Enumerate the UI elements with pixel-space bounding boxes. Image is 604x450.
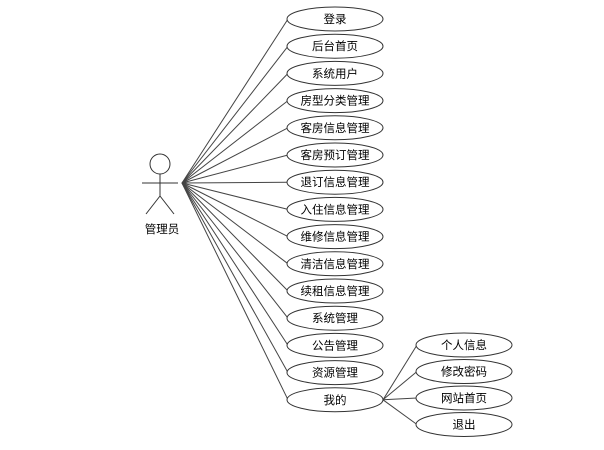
sub-use-case[interactable]: 修改密码 bbox=[415, 359, 513, 384]
association-line bbox=[181, 182, 289, 210]
sub-use-case-ellipse bbox=[415, 332, 513, 358]
association-line bbox=[181, 182, 289, 346]
use-case-ellipse bbox=[286, 33, 384, 59]
use-case-ellipse bbox=[286, 196, 384, 222]
association-line bbox=[181, 45, 289, 184]
use-case[interactable]: 续租信息管理 bbox=[286, 278, 384, 304]
use-case-label: 登录 bbox=[324, 12, 347, 26]
use-case-label: 维修信息管理 bbox=[301, 230, 370, 244]
use-case[interactable]: 系统管理 bbox=[286, 305, 384, 331]
use-case-ellipse bbox=[286, 6, 384, 32]
use-case[interactable]: 维修信息管理 bbox=[286, 224, 384, 250]
use-case[interactable]: 登录 bbox=[286, 6, 384, 32]
association-line bbox=[181, 73, 289, 184]
sub-use-case-label: 退出 bbox=[453, 418, 476, 432]
association-line bbox=[181, 181, 289, 184]
use-case-label: 客房预订管理 bbox=[301, 148, 370, 162]
use-case-label: 清洁信息管理 bbox=[301, 257, 370, 271]
actor-left-leg bbox=[145, 195, 161, 215]
use-case[interactable]: 后台首页 bbox=[286, 33, 384, 59]
use-case-ellipse bbox=[286, 169, 384, 195]
sub-association-line bbox=[382, 399, 418, 425]
use-case[interactable]: 客房信息管理 bbox=[286, 115, 384, 141]
association-line bbox=[181, 182, 289, 373]
sub-association-line bbox=[382, 397, 418, 401]
actor-label: 管理员 bbox=[145, 222, 180, 236]
sub-association-line bbox=[382, 371, 418, 401]
use-case-label: 资源管理 bbox=[312, 366, 358, 380]
use-case-ellipse bbox=[286, 142, 384, 168]
sub-use-case-ellipse bbox=[415, 359, 513, 384]
use-case-label: 后台首页 bbox=[312, 39, 358, 53]
use-case-ellipse bbox=[286, 60, 384, 86]
use-case-ellipse bbox=[286, 332, 384, 358]
sub-use-case[interactable]: 退出 bbox=[415, 412, 513, 437]
actor-head bbox=[149, 153, 171, 175]
actor-figure: 管理员 bbox=[142, 153, 180, 236]
use-case[interactable]: 入住信息管理 bbox=[286, 196, 384, 222]
use-case[interactable]: 清洁信息管理 bbox=[286, 251, 384, 277]
use-case-label: 公告管理 bbox=[312, 338, 358, 352]
use-case-ellipse bbox=[286, 224, 384, 250]
association-line bbox=[181, 182, 289, 265]
use-case-label: 我的 bbox=[324, 393, 347, 407]
sub-use-case-label: 修改密码 bbox=[441, 365, 487, 379]
use-case-ellipse bbox=[286, 115, 384, 141]
use-case-ellipse bbox=[286, 305, 384, 331]
use-case-label: 续租信息管理 bbox=[301, 284, 370, 298]
association-line bbox=[181, 182, 289, 401]
association-line bbox=[181, 18, 289, 184]
use-case-label: 系统管理 bbox=[312, 311, 358, 325]
association-line bbox=[181, 182, 289, 238]
use-case-label: 入住信息管理 bbox=[301, 202, 370, 216]
sub-use-case-label: 个人信息 bbox=[441, 338, 487, 352]
use-case-label: 房型分类管理 bbox=[301, 94, 370, 108]
use-case-ellipse bbox=[286, 360, 384, 386]
actor-right-leg bbox=[159, 195, 175, 215]
use-case[interactable]: 资源管理 bbox=[286, 360, 384, 386]
sub-use-case-label: 网站首页 bbox=[441, 391, 487, 405]
sub-use-case[interactable]: 个人信息 bbox=[415, 332, 513, 358]
use-case[interactable]: 公告管理 bbox=[286, 332, 384, 358]
association-line bbox=[181, 154, 289, 184]
association-line bbox=[181, 100, 289, 184]
use-case[interactable]: 退订信息管理 bbox=[286, 169, 384, 195]
use-case-list: 登录后台首页系统用户房型分类管理客房信息管理客房预订管理退订信息管理入住信息管理… bbox=[286, 6, 384, 413]
sub-association-line bbox=[382, 344, 418, 401]
use-case-label: 系统用户 bbox=[312, 66, 358, 80]
use-case-label: 客房信息管理 bbox=[301, 121, 370, 135]
use-case-ellipse bbox=[286, 278, 384, 304]
association-lines bbox=[181, 18, 418, 425]
association-line bbox=[181, 127, 289, 184]
use-case[interactable]: 房型分类管理 bbox=[286, 88, 384, 114]
use-case[interactable]: 我的 bbox=[286, 387, 384, 413]
sub-use-case[interactable]: 网站首页 bbox=[415, 385, 513, 411]
association-line bbox=[181, 182, 289, 292]
use-case[interactable]: 系统用户 bbox=[286, 60, 384, 86]
use-case-label: 退订信息管理 bbox=[301, 175, 370, 189]
use-case-ellipse bbox=[286, 251, 384, 277]
sub-use-case-ellipse bbox=[415, 385, 513, 411]
sub-use-case-ellipse bbox=[415, 412, 513, 437]
use-case-ellipse bbox=[286, 88, 384, 114]
use-case[interactable]: 客房预订管理 bbox=[286, 142, 384, 168]
association-line bbox=[181, 182, 289, 319]
use-case-ellipse bbox=[286, 387, 384, 413]
